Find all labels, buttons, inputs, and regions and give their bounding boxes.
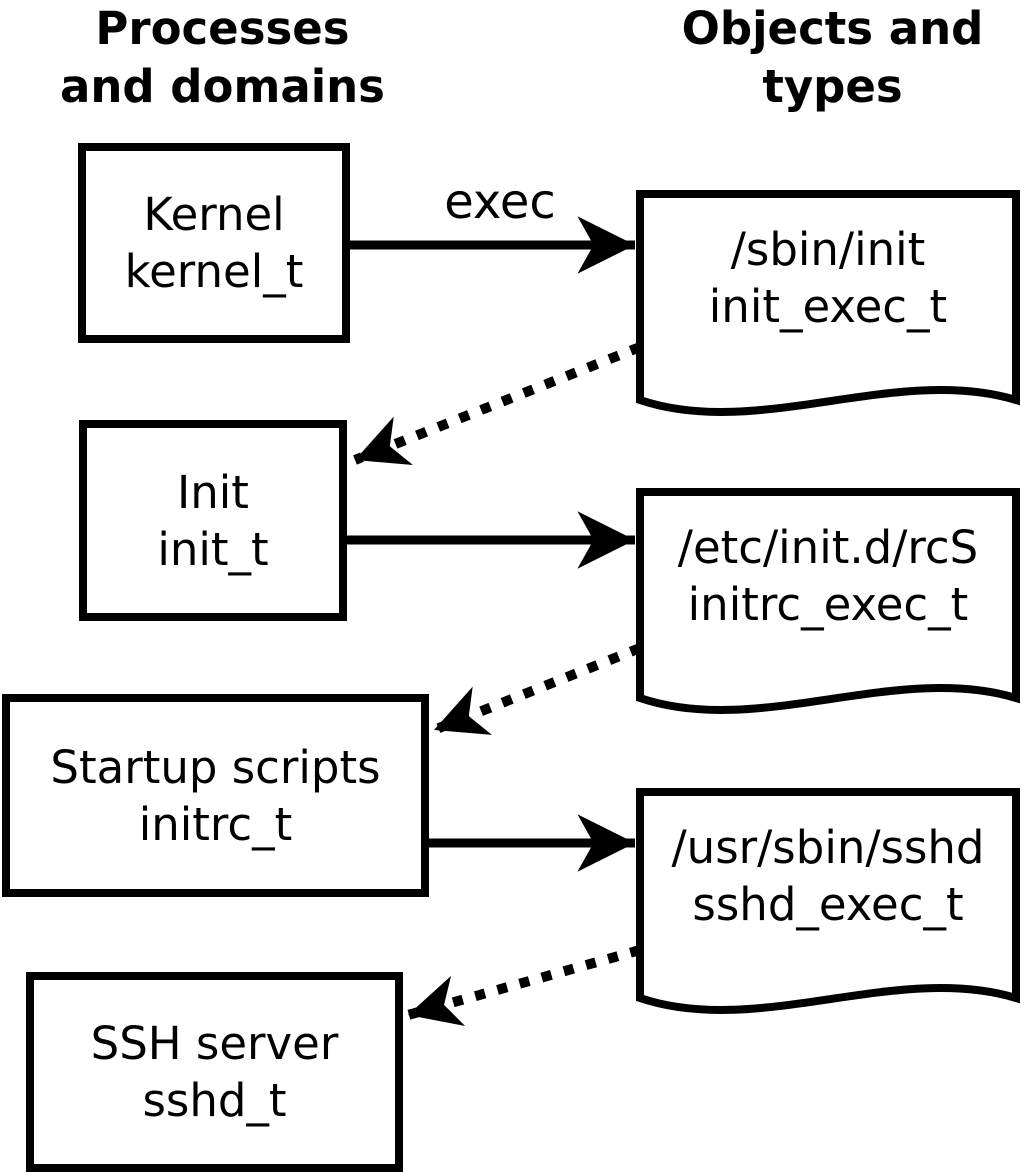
header-line: Objects and (681, 2, 984, 55)
process-type: sshd_t (142, 1074, 287, 1127)
object-path: /etc/init.d/rcS (677, 521, 979, 574)
transition-arrow-usr-sbin-sshd-to-ssh-server (406, 945, 642, 1027)
process-type: init_t (157, 522, 269, 576)
process-name: SSH server (90, 1017, 339, 1070)
process-box-label-startup-scripts: Startup scripts initrc_t (2, 694, 429, 897)
process-box-shape-init (79, 420, 347, 621)
object-doc-label-etc-init-d-rcs: /etc/init.d/rcS initrc_exec_t (638, 492, 1018, 660)
header-line: Processes (95, 2, 350, 55)
exec-arrow-label: exec (444, 174, 556, 230)
document-shape-etc-init-d-rcs (636, 488, 1020, 714)
object-type: init_exec_t (708, 280, 948, 333)
transition-arrow-sbin-init-to-init (353, 342, 642, 466)
column-header-processes-and-domains: Processes and domains (30, 0, 415, 116)
object-type: sshd_exec_t (692, 878, 964, 931)
header-line: and domains (60, 60, 385, 113)
transition-arrow-etc-init-d-rcs-to-startup-scripts (432, 643, 642, 735)
process-type: kernel_t (124, 245, 304, 298)
process-box-label-kernel: Kernel kernel_t (78, 143, 350, 343)
object-type: initrc_exec_t (687, 578, 969, 631)
process-type: initrc_t (138, 797, 293, 851)
object-path: /sbin/init (730, 223, 926, 276)
process-name: Kernel (143, 188, 285, 241)
process-box-shape-kernel (78, 143, 350, 343)
process-name: Init (177, 465, 249, 519)
process-box-label-ssh-server: SSH server sshd_t (26, 972, 403, 1172)
process-box-label-init: Init init_t (79, 420, 347, 621)
process-name: Startup scripts (50, 740, 381, 794)
object-path: /usr/sbin/sshd (671, 821, 985, 874)
process-box-shape-startup-scripts (2, 694, 429, 897)
document-shape-usr-sbin-sshd (636, 788, 1020, 1014)
object-doc-label-sbin-init: /sbin/init init_exec_t (638, 194, 1018, 362)
process-box-shape-ssh-server (26, 972, 403, 1172)
document-shape-sbin-init (636, 190, 1020, 416)
header-line: types (762, 60, 903, 113)
column-header-objects-and-types: Objects and types (640, 0, 1024, 116)
object-doc-label-usr-sbin-sshd: /usr/sbin/sshd sshd_exec_t (638, 792, 1018, 960)
